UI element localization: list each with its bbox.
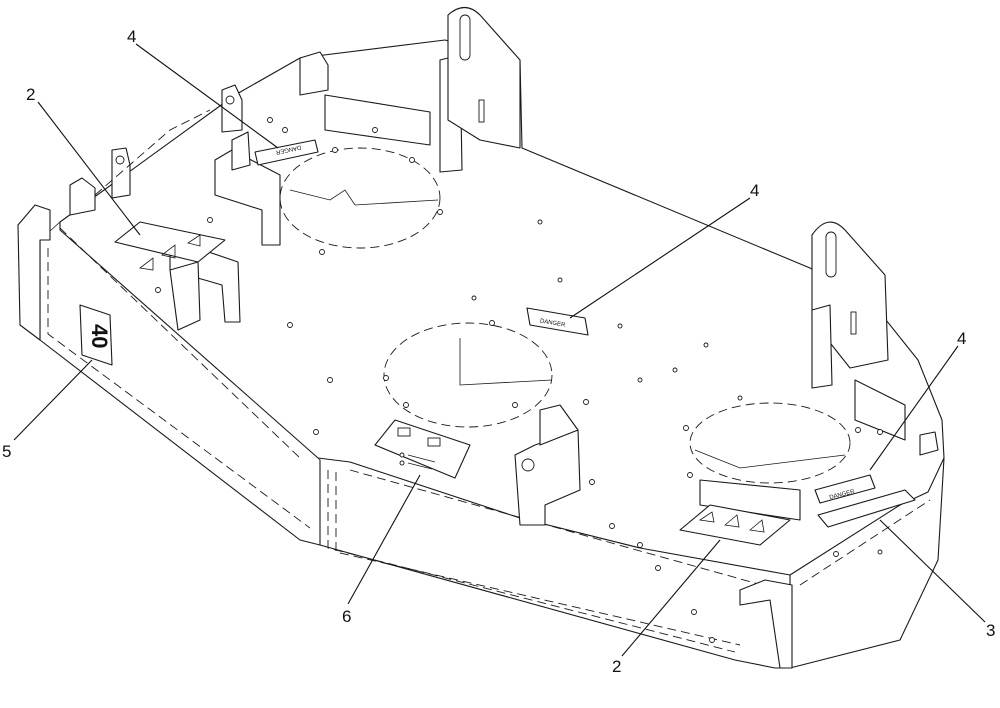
callout-c4: 4 — [957, 329, 966, 348]
decal-instructions-6 — [374, 419, 471, 479]
spindle-openings — [279, 147, 851, 484]
decal-belt-3 — [817, 489, 916, 528]
callout-c5: 5 — [2, 442, 11, 461]
callout-c1: 2 — [26, 85, 35, 104]
callout-c6: 6 — [342, 607, 351, 626]
leader-c5 — [13, 359, 93, 441]
leader-c7 — [621, 539, 721, 657]
logo-40-text: 40 — [87, 324, 112, 348]
mounting-holes — [155, 117, 883, 643]
front-center-bracket — [514, 404, 581, 526]
leader-c8 — [879, 519, 986, 623]
rear-left-bracket — [17, 84, 243, 341]
decal-arrows-right — [679, 504, 791, 546]
leader-lines — [13, 43, 986, 657]
decal-arrows-left — [114, 221, 226, 271]
front-right-bracket — [699, 479, 801, 669]
leader-c6 — [347, 474, 421, 605]
decal-danger-right: DANGER — [814, 474, 876, 504]
leader-c2 — [135, 43, 279, 149]
danger-rear-text: DANGER — [275, 144, 302, 155]
decal-model-40: 40 — [79, 304, 113, 366]
rear-center-bracket — [214, 6, 521, 246]
decal-danger-center: DANGER — [526, 307, 589, 336]
danger-center-text: DANGER — [539, 318, 566, 328]
leader-c3 — [569, 197, 751, 319]
leader-c1 — [37, 101, 141, 236]
leader-c4 — [869, 345, 959, 471]
callout-c3: 4 — [750, 181, 759, 200]
right-upright — [811, 221, 939, 456]
callout-c2: 4 — [127, 27, 136, 46]
callout-labels: 2 4 4 4 5 6 2 3 — [2, 27, 995, 676]
callout-c7: 2 — [612, 657, 621, 676]
decal-danger-rear: DANGER — [254, 139, 319, 166]
callout-c8: 3 — [986, 621, 995, 640]
